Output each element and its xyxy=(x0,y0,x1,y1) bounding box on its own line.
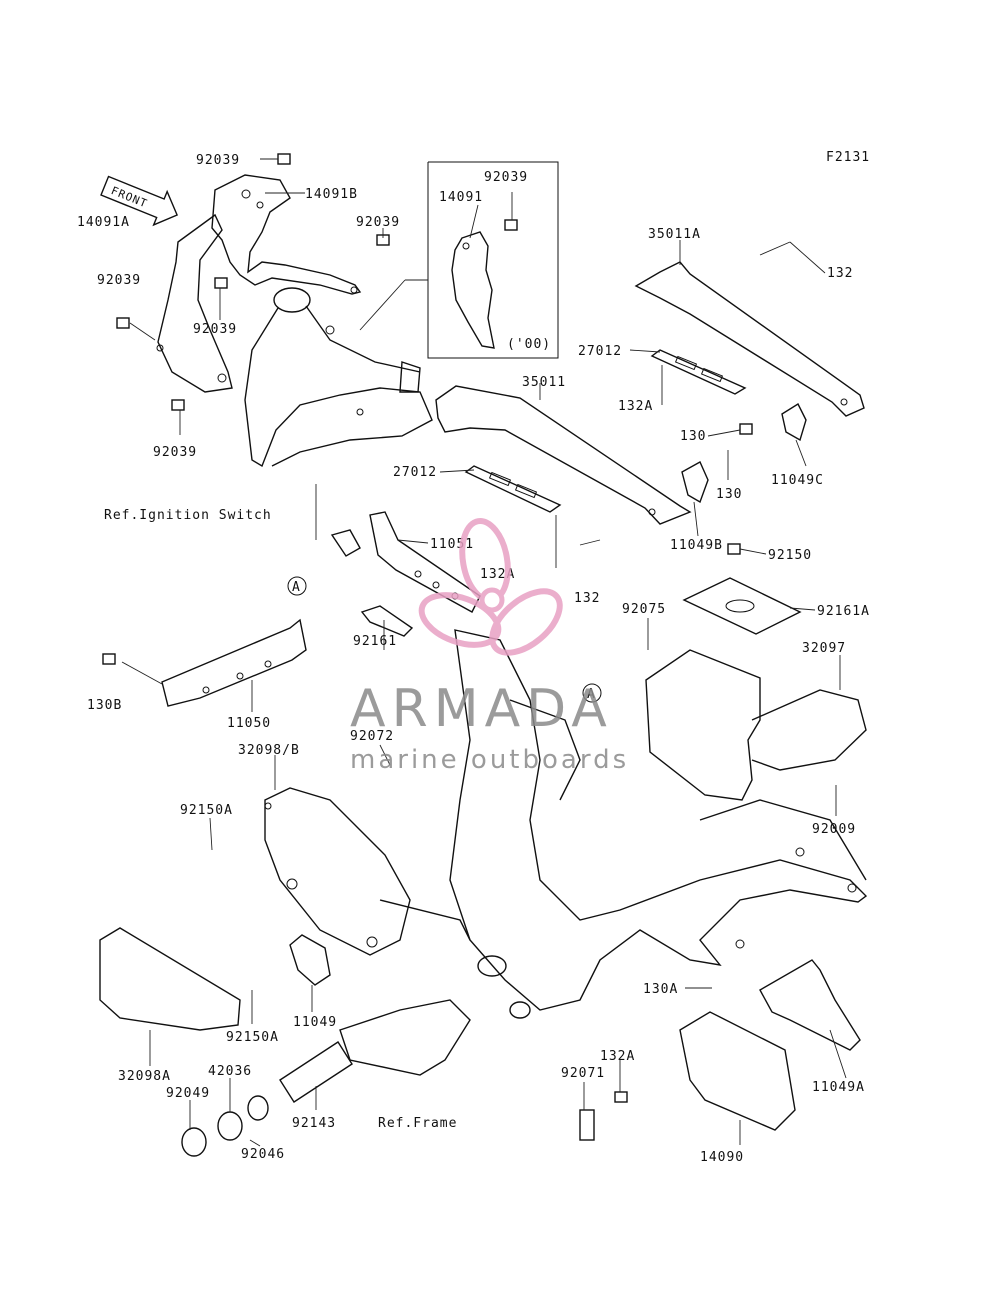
part-label: 132A xyxy=(618,399,653,414)
inset-box-00 xyxy=(427,161,559,359)
part-label: 42036 xyxy=(208,1064,252,1079)
part-label: 92039 xyxy=(196,153,240,168)
part-labels: 92039 14091B 14091A 92039 92039 92039 92… xyxy=(77,153,870,1165)
part-label: 92039 xyxy=(356,215,400,230)
cover-32098A xyxy=(99,927,241,1031)
part-label: 14090 xyxy=(700,1150,744,1165)
reference-marker-a-1: A xyxy=(287,576,307,596)
part-label: 130 xyxy=(716,487,742,502)
part-label: 132A xyxy=(600,1049,635,1064)
watermark-brand: ARMADA xyxy=(350,679,613,739)
part-label: 14091A xyxy=(77,215,130,230)
part-label: 11049B xyxy=(670,538,723,553)
cover-14091A xyxy=(156,213,233,393)
part-label: 14091B xyxy=(305,187,358,202)
part-label: 92009 xyxy=(812,822,856,837)
part-label: 130A xyxy=(643,982,678,997)
part-label: 35011 xyxy=(522,375,566,390)
part-label: 32098A xyxy=(118,1069,171,1084)
part-label: 11050 xyxy=(227,716,271,731)
part-label: ('00) xyxy=(507,337,551,352)
part-label: 92161A xyxy=(817,604,870,619)
part-label: 92046 xyxy=(241,1147,285,1162)
marker-a-label-1: A xyxy=(292,580,301,595)
part-label: 92039 xyxy=(193,322,237,337)
cover-14091B xyxy=(211,174,362,295)
bracket-11050 xyxy=(102,618,307,707)
reference-marker-a-2: A xyxy=(582,683,602,703)
collars xyxy=(181,1041,353,1157)
part-label: 14091 xyxy=(439,190,483,205)
bracket-27012-upper xyxy=(650,349,747,395)
pad-92161A xyxy=(682,577,802,635)
watermark-logo: ARMADA marine outboards xyxy=(350,518,629,775)
battery-tray-32097 xyxy=(645,649,867,801)
propeller-icon xyxy=(418,518,563,656)
part-label: 11049 xyxy=(293,1015,337,1030)
part-label: 11049A xyxy=(812,1080,865,1095)
main-frame xyxy=(339,629,868,1076)
part-label: 92161 xyxy=(353,634,397,649)
bracket-92161 xyxy=(360,605,414,637)
part-label: 92071 xyxy=(561,1066,605,1081)
side-cover-35011 xyxy=(435,385,692,525)
part-label: 35011A xyxy=(648,227,701,242)
frame-head xyxy=(244,287,433,468)
part-label: 32098/B xyxy=(238,743,300,758)
marker-a-label-2: A xyxy=(587,687,596,702)
part-label: 92072 xyxy=(350,729,394,744)
part-label: 92150A xyxy=(226,1030,279,1045)
part-label: 92039 xyxy=(153,445,197,460)
part-label: 130 xyxy=(680,429,706,444)
part-label: Ref.Frame xyxy=(378,1116,457,1131)
part-label: Ref.Ignition Switch xyxy=(104,508,272,523)
part-label: 27012 xyxy=(578,344,622,359)
bracket-27012-lower xyxy=(464,465,562,513)
figure-code: F2131 xyxy=(826,150,870,165)
part-label: 92143 xyxy=(292,1116,336,1131)
watermark-tagline: marine outboards xyxy=(350,745,629,775)
part-label: 132 xyxy=(827,266,853,281)
part-label: 132 xyxy=(574,591,600,606)
bolts-92039-top xyxy=(116,153,390,411)
battery-cover-32098B xyxy=(264,787,411,956)
part-label: 92039 xyxy=(97,273,141,288)
leader-lines xyxy=(121,158,847,1147)
part-label: 11051 xyxy=(430,537,474,552)
bracket-11049 xyxy=(289,934,331,986)
part-label: 92039 xyxy=(484,170,528,185)
part-label: 92150 xyxy=(768,548,812,563)
part-label: 92049 xyxy=(166,1086,210,1101)
part-label: 130B xyxy=(87,698,122,713)
part-label: 27012 xyxy=(393,465,437,480)
part-label: 11049C xyxy=(771,473,824,488)
part-label: 92150A xyxy=(180,803,233,818)
bracket-11049A xyxy=(759,959,861,1051)
side-cover-35011A xyxy=(634,261,865,417)
part-label: 32097 xyxy=(802,641,846,656)
toolbox-14090 xyxy=(579,1011,796,1141)
part-label: 92075 xyxy=(622,602,666,617)
